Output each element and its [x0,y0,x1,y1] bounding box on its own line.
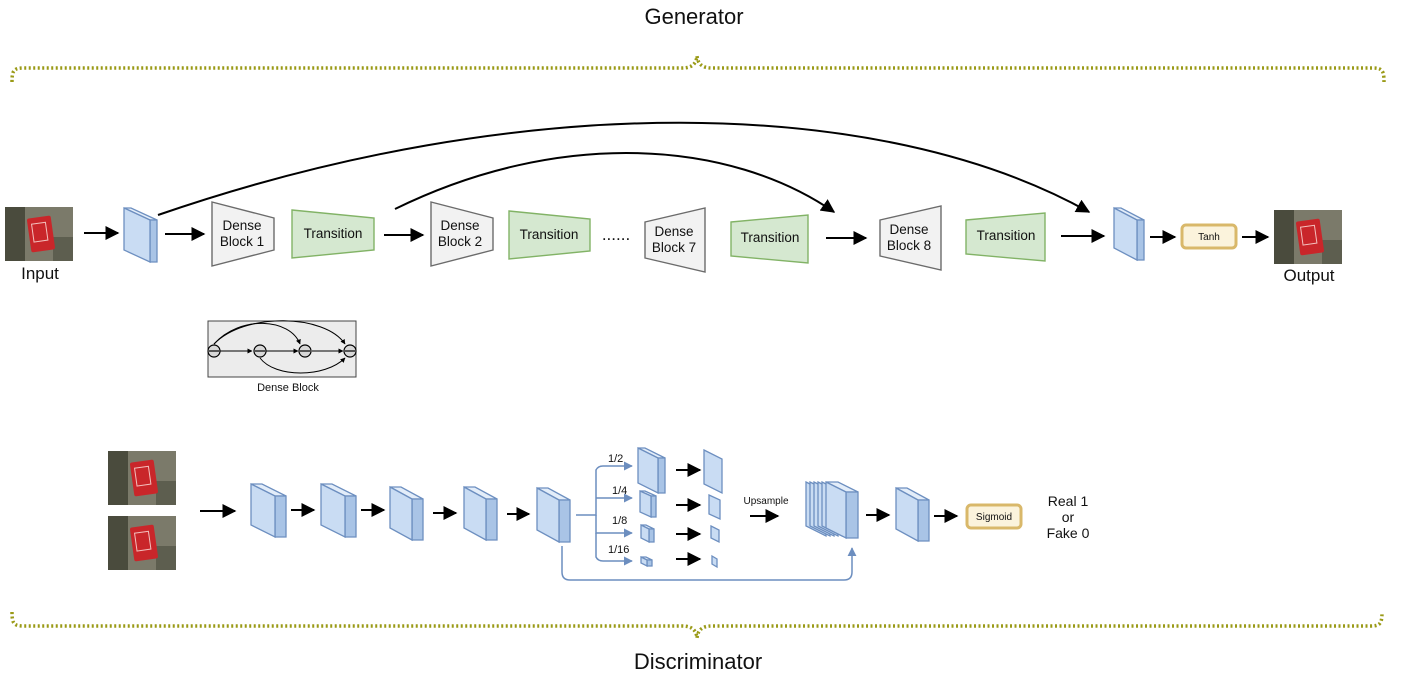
transition-8: Transition [965,212,1046,262]
output-label: Output [1283,266,1334,285]
pooled-cube-1-2 [637,446,666,495]
upsample-label: Upsample [743,496,788,507]
concat-feature-stack [805,480,859,540]
dense-block-caption: Dense Block [257,382,319,394]
disc-conv-cube-4 [463,485,498,542]
disc-conv-cube-2 [320,482,357,539]
ellipsis: ...... [602,225,630,244]
svg-text:Tanh: Tanh [1198,232,1220,243]
svg-text:Dense: Dense [889,222,928,237]
reduced-plane-2 [708,493,721,521]
input-image [4,206,74,262]
svg-text:Transition: Transition [520,227,579,242]
disc-conv-cube-5 [536,486,571,544]
svg-text:Block 1: Block 1 [220,234,264,249]
pooled-cube-1-8 [640,523,655,544]
svg-text:Block 8: Block 8 [887,238,931,253]
scale-1-16: 1/16 [608,544,629,556]
final-conv-cube [1113,206,1145,262]
svg-text:Transition: Transition [741,230,800,245]
generator-brace [10,55,1386,83]
tanh-activation: Tanh [1180,223,1238,250]
disc-skip-connection [561,546,857,581]
scale-1-2: 1/2 [608,453,623,465]
skip-connection-outer [157,121,1091,216]
dense-block-1: Dense Block 1 [211,201,275,267]
transition-2: Transition [508,210,591,260]
svg-text:Dense: Dense [440,218,479,233]
dense-block-inset [207,320,357,378]
result-fake: Fake 0 [1047,525,1090,541]
svg-text:Transition: Transition [304,226,363,241]
scale-1-4: 1/4 [612,485,627,497]
discriminator-input-image-2 [107,515,177,571]
skip-connection-inner [394,152,836,213]
result-or: or [1062,509,1075,525]
discriminator-title: Discriminator [634,649,762,673]
disc-conv-cube-3 [389,485,424,542]
discriminator-input-image-1 [107,450,177,506]
input-label: Input [21,264,59,283]
dense-block-2: Dense Block 2 [430,201,494,267]
disc-final-cube [895,486,930,543]
generator-title: Generator [644,4,743,29]
sigmoid-activation: Sigmoid [965,503,1023,530]
transition-7: Transition [730,214,809,264]
transition-1: Transition [291,209,375,259]
reduced-plane-1 [703,448,723,495]
svg-text:Dense: Dense [222,218,261,233]
result-real: Real 1 [1048,493,1089,509]
output-image [1273,209,1343,265]
svg-text:Transition: Transition [977,228,1036,243]
dense-block-7: Dense Block 7 [644,207,706,273]
conv-layer-cube [123,206,158,264]
pooled-cube-1-16 [640,555,653,568]
scale-1-8: 1/8 [612,515,627,527]
pooled-cube-1-4 [639,489,657,519]
reduced-plane-4 [711,554,718,569]
disc-conv-cube-1 [250,482,287,539]
svg-text:Sigmoid: Sigmoid [976,512,1012,523]
reduced-plane-3 [710,524,720,544]
dense-block-8: Dense Block 8 [879,205,942,271]
svg-text:Block 2: Block 2 [438,234,482,249]
pyramid-branches [576,461,633,566]
svg-text:Block 7: Block 7 [652,240,696,255]
discriminator-brace [10,611,1384,639]
svg-text:Dense: Dense [654,224,693,239]
